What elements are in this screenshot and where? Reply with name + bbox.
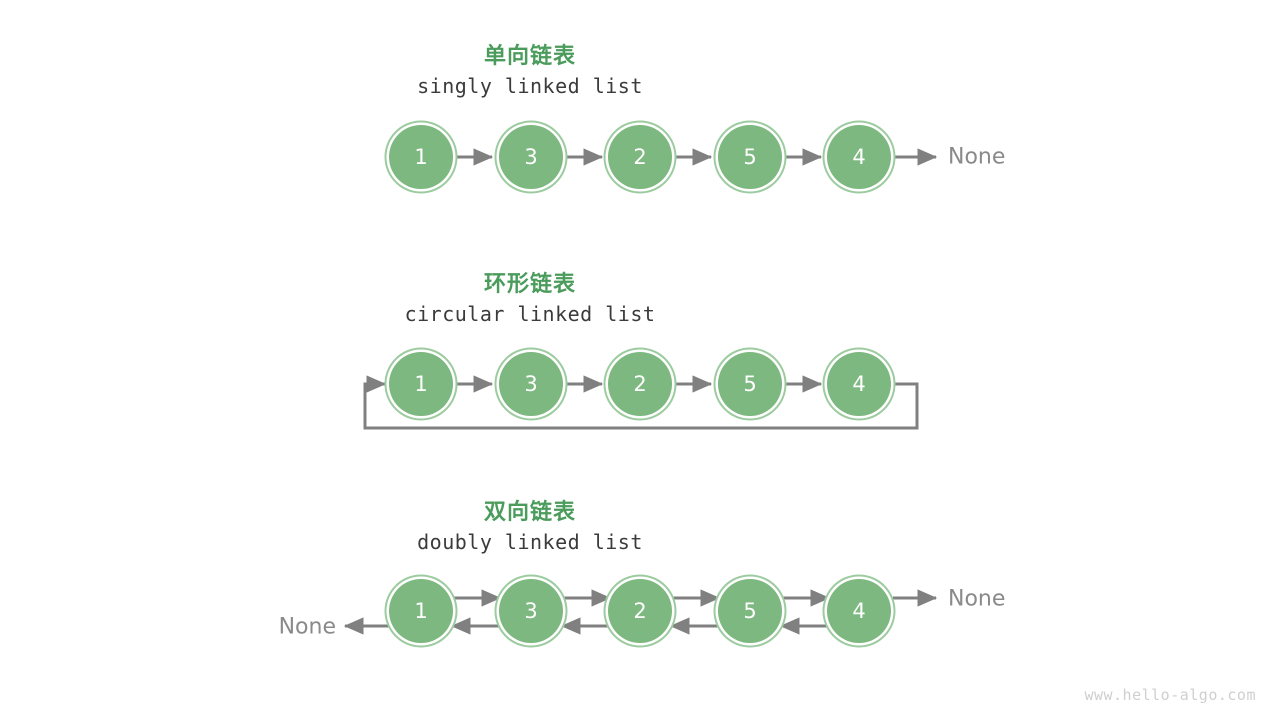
- list-node[interactable]: 1: [389, 125, 453, 189]
- list-node[interactable]: 1: [389, 579, 453, 643]
- list-node[interactable]: 4: [827, 352, 891, 416]
- singly-title-cn: 单向链表: [483, 44, 577, 69]
- list-node[interactable]: 3: [499, 579, 563, 643]
- list-node[interactable]: 5: [718, 125, 782, 189]
- circular-loopback-path: [363, 375, 919, 430]
- list-node[interactable]: 4: [827, 579, 891, 643]
- doubly-title-cn: 双向链表: [483, 500, 577, 525]
- doubly-head-none-label: None: [278, 614, 336, 640]
- list-node[interactable]: 1: [389, 352, 453, 416]
- list-node[interactable]: 5: [718, 352, 782, 416]
- singly-title-en: singly linked list: [417, 74, 643, 98]
- list-node[interactable]: 2: [608, 125, 672, 189]
- watermark: www.hello-algo.com: [1084, 686, 1256, 704]
- list-node[interactable]: 2: [608, 579, 672, 643]
- list-node[interactable]: 3: [499, 125, 563, 189]
- list-node[interactable]: 5: [718, 579, 782, 643]
- list-node[interactable]: 4: [827, 125, 891, 189]
- doubly-title-en: doubly linked list: [417, 530, 643, 554]
- circular-title-en: circular linked list: [404, 302, 656, 326]
- list-node[interactable]: 2: [608, 352, 672, 416]
- circular-arrows: [363, 375, 919, 430]
- list-node[interactable]: 3: [499, 352, 563, 416]
- singly-tail-none-label: None: [948, 144, 1006, 170]
- circular-title-cn: 环形链表: [483, 272, 577, 297]
- doubly-arrows: [343, 589, 938, 635]
- doubly-tail-none-label: None: [948, 586, 1006, 612]
